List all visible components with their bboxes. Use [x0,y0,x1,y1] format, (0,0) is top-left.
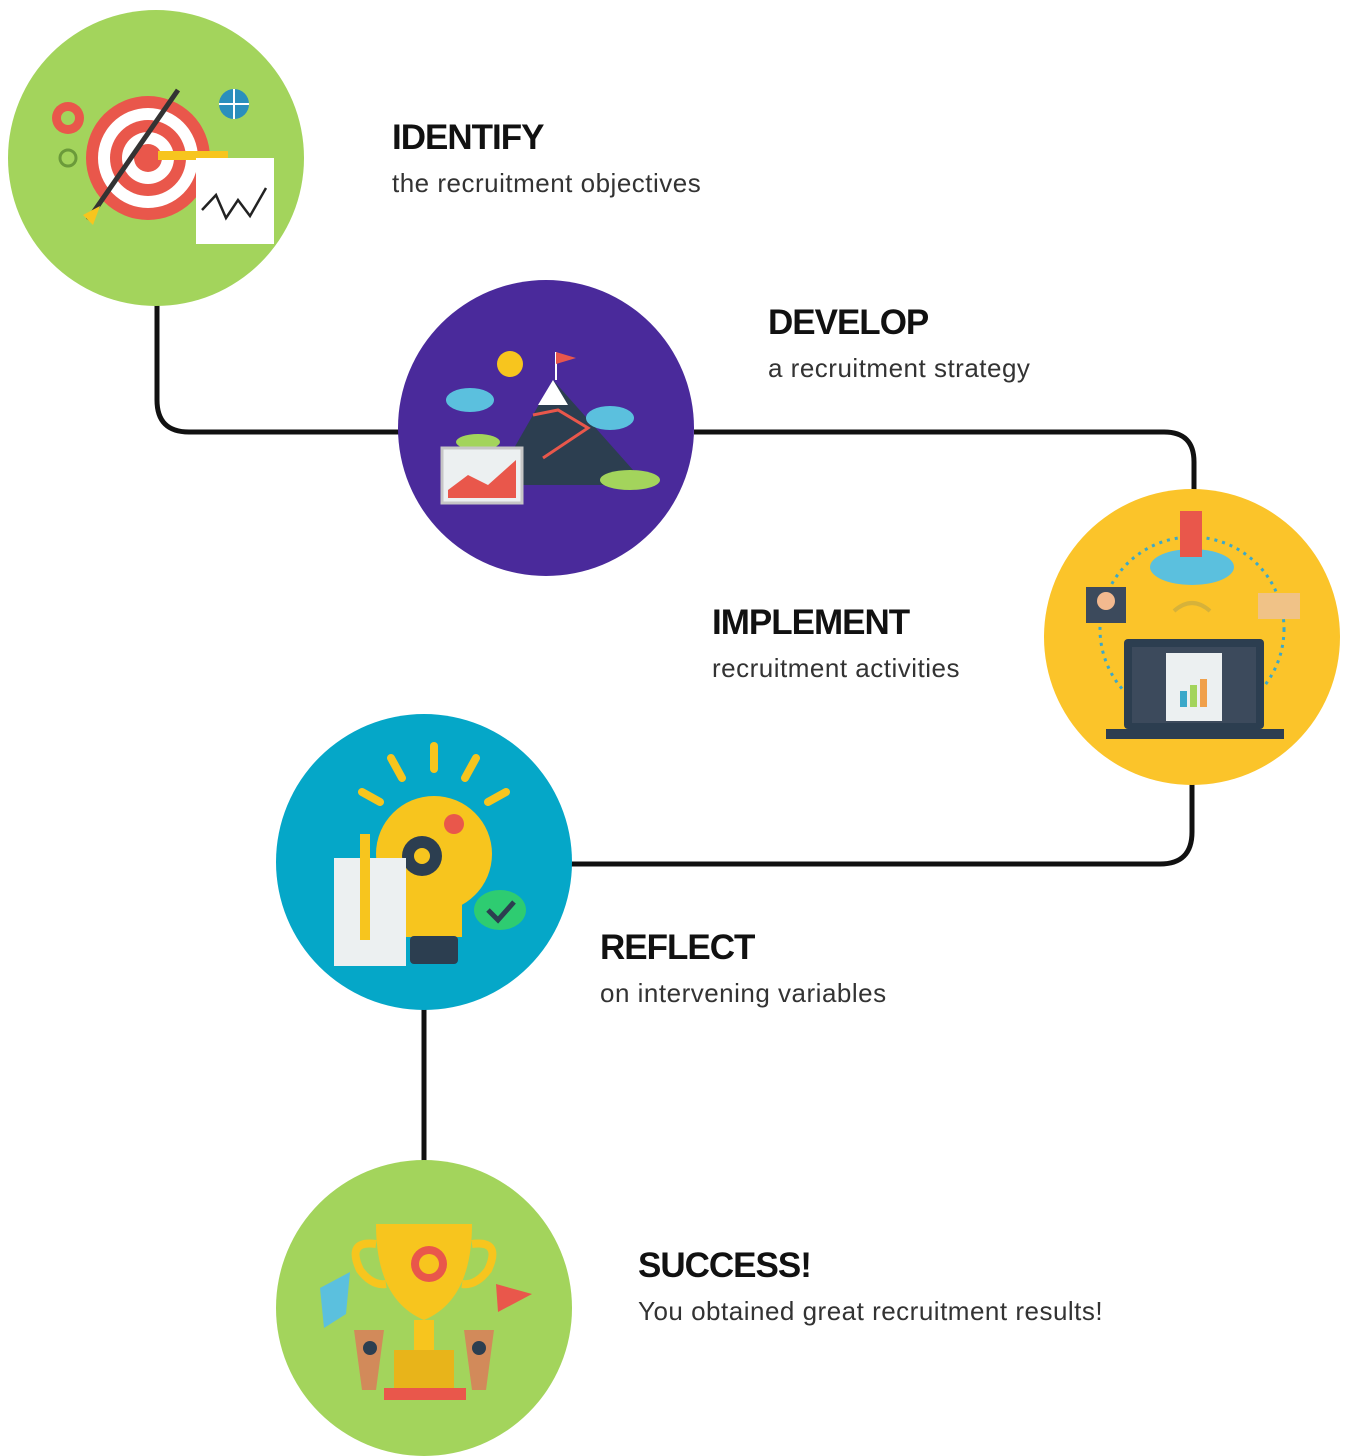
implement-circle [1044,489,1340,785]
mountain-icon [440,351,660,505]
develop-circle [398,280,694,576]
reflect-label: REFLECT on intervening variables [600,928,887,1010]
connector-identify-develop [154,300,400,435]
success-label: SUCCESS! You obtained great recruitment … [638,1246,1103,1328]
identify-label: IDENTIFY the recruitment objectives [392,118,701,200]
identify-subtitle: the recruitment objectives [392,168,702,198]
lightbulb-icon [334,742,526,966]
develop-label: DEVELOP a recruitment strategy [768,303,1030,385]
implement-subtitle: recruitment activities [712,653,960,683]
identify-circle [8,10,304,306]
develop-subtitle: a recruitment strategy [768,353,1031,383]
success-subtitle: You obtained great recruitment results! [638,1296,1104,1326]
target-icon [52,88,274,244]
implement-title: IMPLEMENT [712,603,910,642]
reflect-title: REFLECT [600,928,755,967]
identify-title: IDENTIFY [392,118,544,157]
success-title: SUCCESS! [638,1246,812,1285]
success-circle [276,1160,572,1456]
reflect-circle [276,714,572,1010]
implement-label: IMPLEMENT recruitment activities [712,603,960,685]
connector-implement-reflect [570,780,1195,867]
develop-title: DEVELOP [768,303,929,342]
reflect-subtitle: on intervening variables [600,978,887,1008]
trophy-icon [320,1224,532,1400]
laptop-network-icon [1086,511,1300,739]
connector-develop-implement [694,429,1197,500]
